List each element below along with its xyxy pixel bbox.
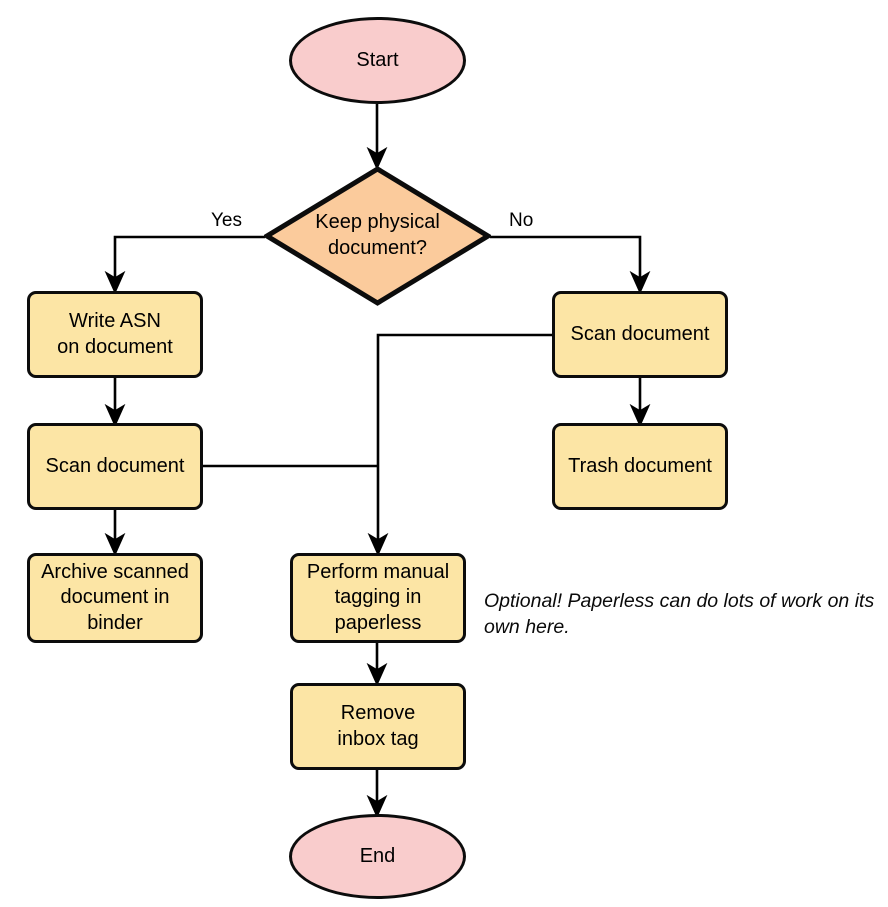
node-end[interactable]: End xyxy=(289,814,466,899)
edge-label-yes: Yes xyxy=(211,210,242,231)
diamond-shape xyxy=(264,166,491,306)
node-start-label: Start xyxy=(356,48,399,71)
node-write-asn-on-document[interactable]: Write ASN on document xyxy=(27,291,203,378)
node-scan-document-left[interactable]: Scan document xyxy=(27,423,203,510)
edge-label-no: No xyxy=(509,210,534,231)
node-keep-physical-document-label: Keep physical document? xyxy=(315,211,440,259)
node-scan-document-right-label: Scan document xyxy=(570,322,710,345)
edge-decision-yes-to-write-asn xyxy=(104,235,265,295)
note-optional-paperless: Optional! Paperless can do lots of work … xyxy=(484,590,875,638)
node-trash-document[interactable]: Trash document xyxy=(552,423,728,510)
node-write-asn-label: Write ASN on document xyxy=(57,309,173,358)
node-perform-manual-tagging-label: Perform manual tagging in paperless xyxy=(306,560,450,634)
edge-decision-no-to-scan-right xyxy=(490,235,651,295)
node-scan-document-left-label: Scan document xyxy=(45,454,185,477)
node-scan-document-right[interactable]: Scan document xyxy=(552,291,728,378)
node-keep-physical-document[interactable]: Keep physical document? xyxy=(264,166,491,306)
node-perform-manual-tagging[interactable]: Perform manual tagging in paperless xyxy=(290,553,466,643)
node-remove-inbox-tag[interactable]: Remove inbox tag xyxy=(290,683,466,770)
node-archive-scanned-document[interactable]: Archive scanned document in binder xyxy=(27,553,203,643)
node-archive-label: Archive scanned document in binder xyxy=(41,560,189,634)
node-trash-document-label: Trash document xyxy=(568,454,712,477)
node-end-label: End xyxy=(359,844,396,867)
node-remove-inbox-tag-label: Remove inbox tag xyxy=(337,701,419,750)
node-start[interactable]: Start xyxy=(289,17,466,104)
edge-scan-right-to-tagging xyxy=(367,333,552,557)
